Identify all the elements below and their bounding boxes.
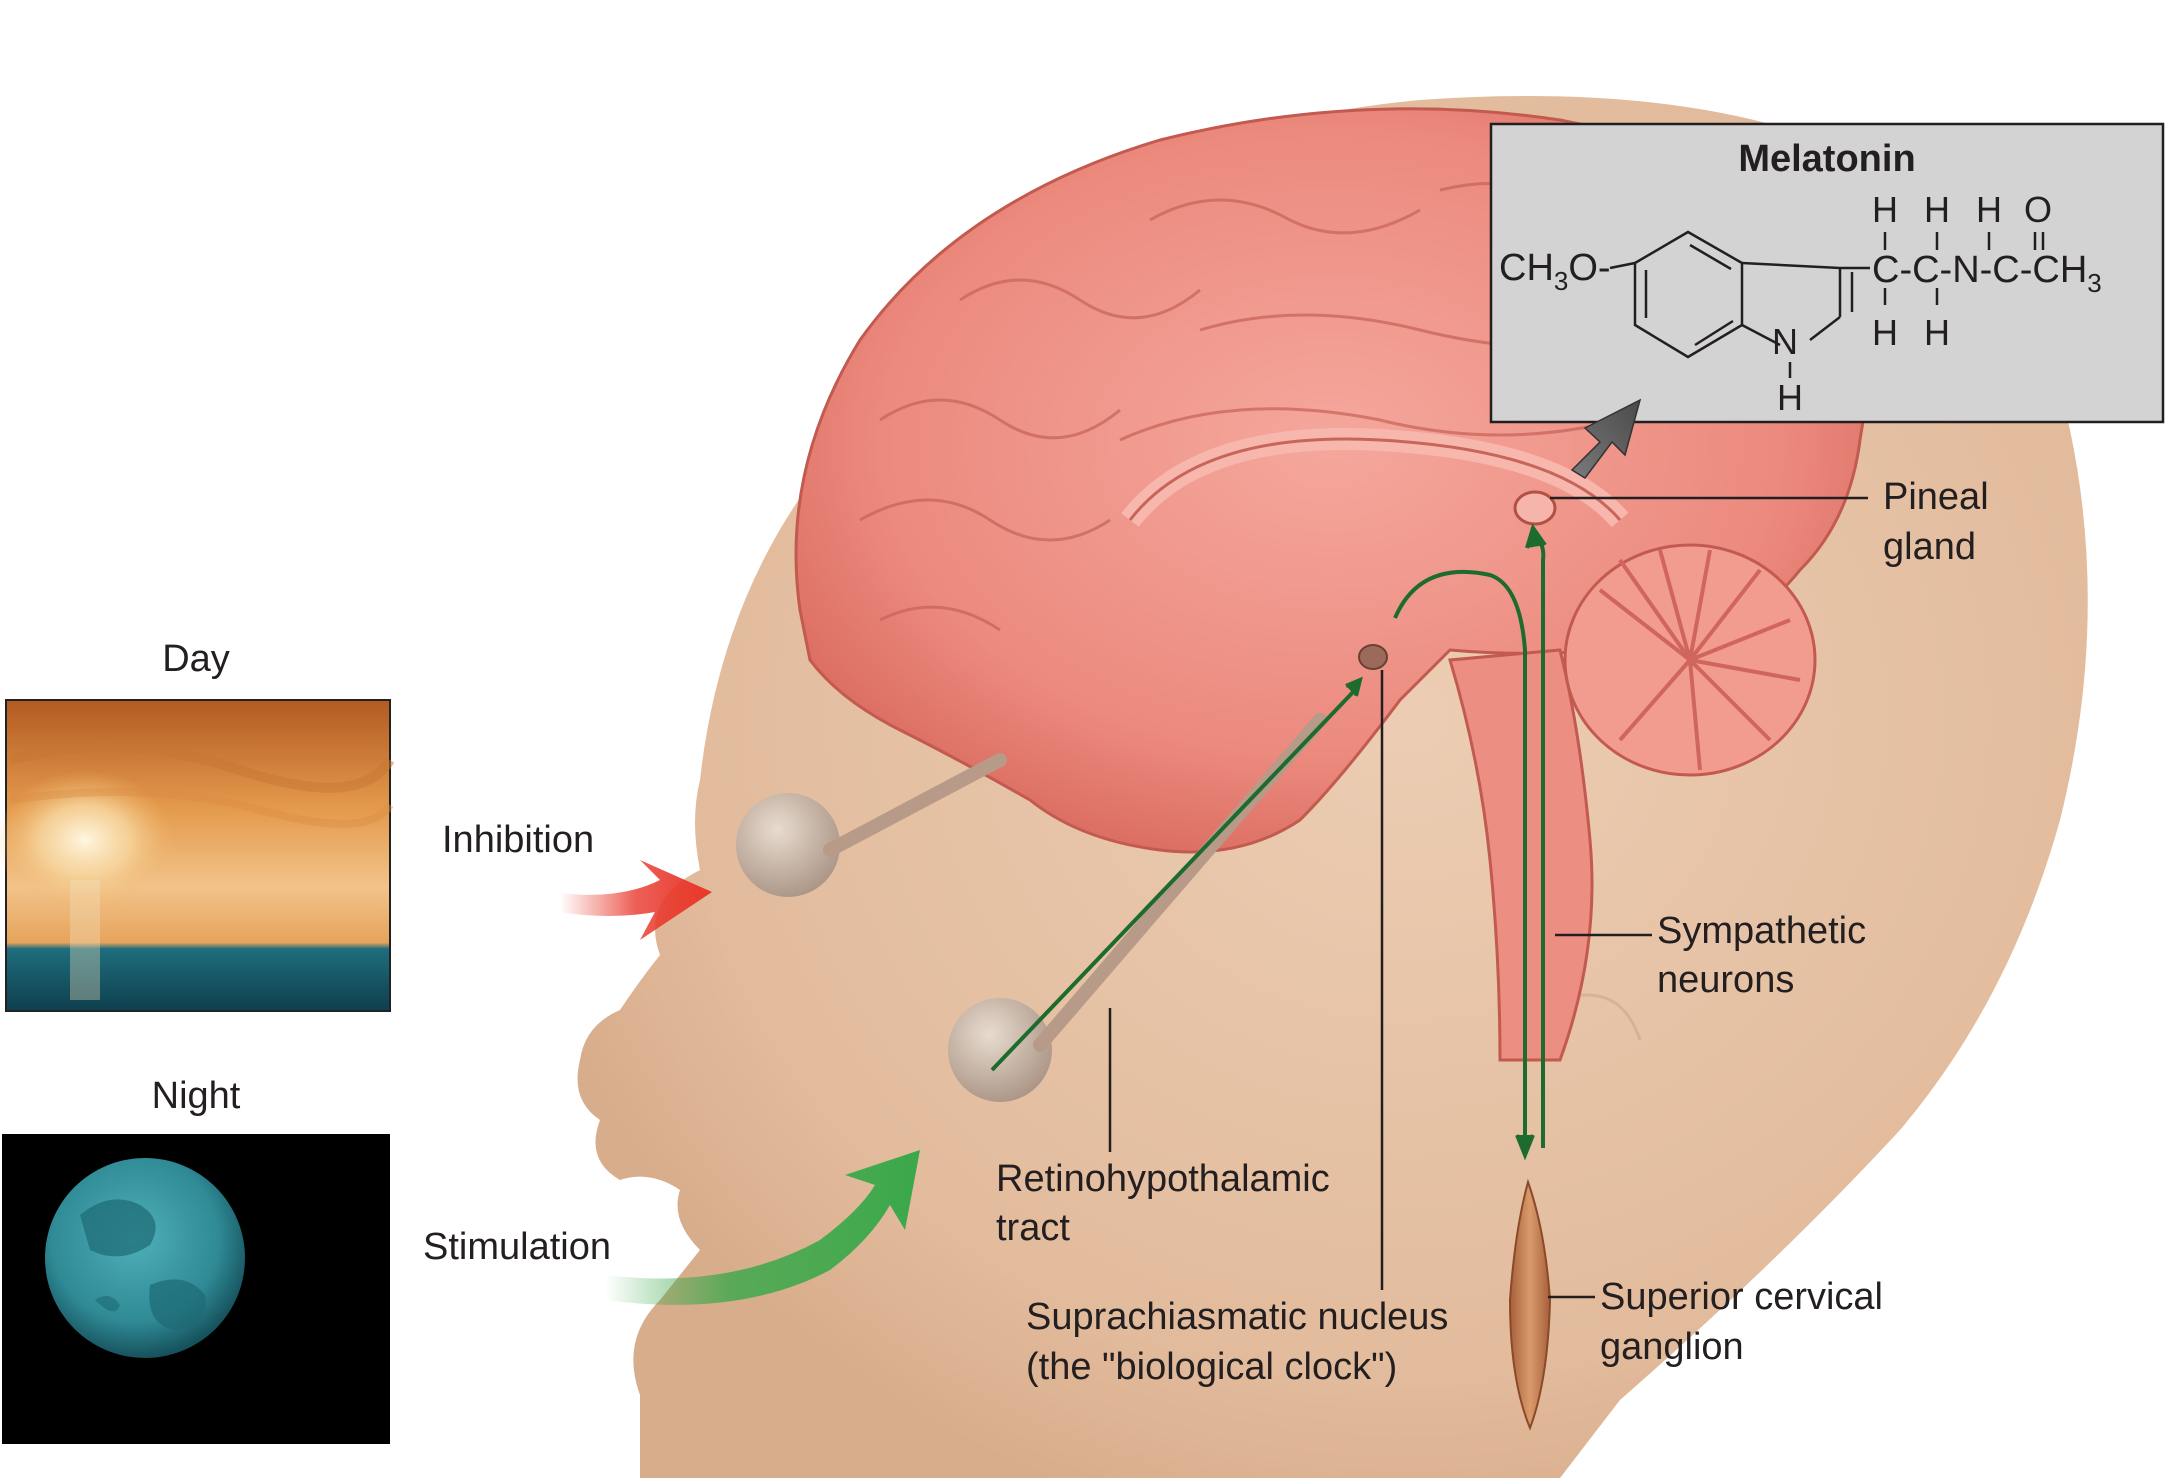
o-top: O: [2024, 189, 2052, 230]
inhibition-arrow-icon: [560, 860, 712, 940]
stimulation-label: Stimulation: [423, 1226, 611, 1268]
side-chain-label: C-C-N-C-CH3: [1872, 249, 2102, 298]
neural-pathway: [990, 523, 1547, 1161]
ch3o-label: CH3O-: [1499, 247, 1611, 296]
h-bottom-1: H: [1872, 312, 1898, 353]
h-top-2: H: [1924, 189, 1950, 230]
retino-label-line2: tract: [996, 1207, 1070, 1249]
benzene-ring: [1609, 230, 2045, 378]
inhibition-label: Inhibition: [442, 819, 595, 861]
pineal-arrow-icon: [1570, 398, 1642, 479]
sympathetic-label-line2: neurons: [1657, 959, 1795, 1001]
melatonin-title: Melatonin: [1738, 138, 1916, 180]
h-top-3: H: [1976, 189, 2002, 230]
ganglion-shape: [1508, 1178, 1552, 1431]
pineal-label-line1: Pineal: [1883, 476, 1989, 518]
h-top-1: H: [1872, 189, 1898, 230]
ganglion-label-line2: ganglion: [1600, 1326, 1744, 1368]
stimulation-arrow-icon: [605, 1150, 920, 1305]
leader-lines: [1108, 496, 1868, 1299]
pineal-gland-shape: [1513, 490, 1557, 526]
pineal-label-line2: gland: [1883, 526, 1976, 568]
sympathetic-label-line1: Sympathetic: [1657, 910, 1867, 952]
day-label: Day: [162, 638, 230, 680]
scn-label-line2: (the "biological clock"): [1026, 1346, 1398, 1388]
ganglion-label-line1: Superior cervical: [1600, 1276, 1883, 1318]
nh-h-label: H: [1777, 377, 1803, 418]
nh-n-label: N: [1772, 321, 1798, 362]
night-label: Night: [151, 1075, 241, 1117]
scn-shape: [1358, 644, 1388, 670]
cerebellum: [1563, 543, 1817, 777]
h-bottom-2: H: [1924, 312, 1950, 353]
day-panel: [0, 699, 395, 1012]
night-panel: [2, 1134, 390, 1444]
eye-icon: [736, 713, 1327, 1102]
moon-icon: [45, 1158, 245, 1358]
scn-label-line1: Suprachiasmatic nucleus: [1026, 1296, 1449, 1338]
melatonin-box: CH3O- N H C-C-N-C-CH3 H H H O H H: [1489, 122, 2165, 424]
retino-label-line1: Retinohypothalamic: [996, 1158, 1330, 1200]
sun-icon: [0, 770, 175, 910]
